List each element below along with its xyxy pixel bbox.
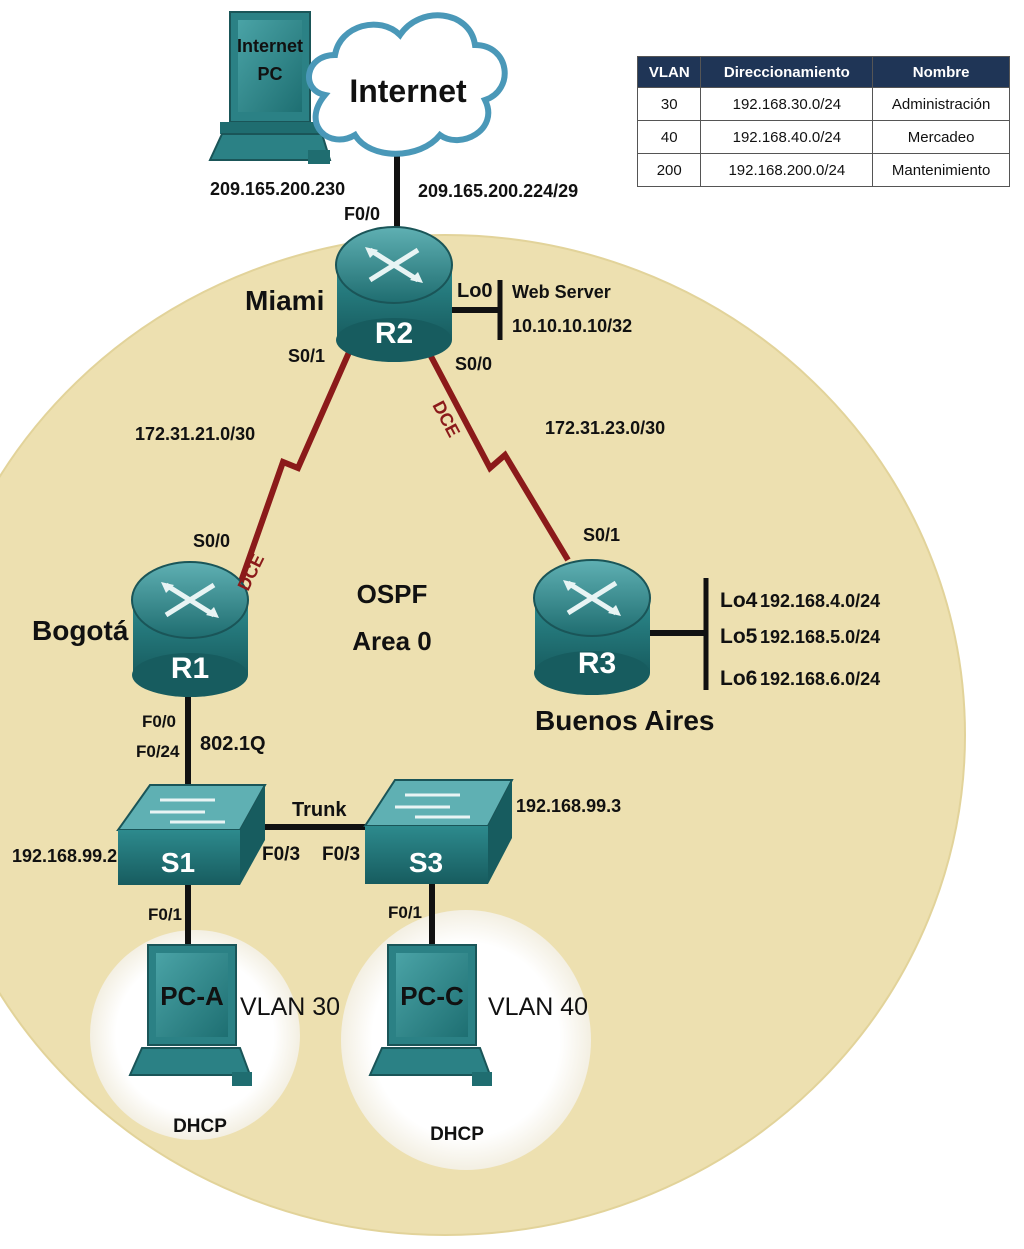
pcc-vlan: VLAN 40 (488, 993, 588, 1021)
dot1q-label: 802.1Q (200, 733, 266, 755)
r2-lo0-label: Lo0 (457, 280, 493, 302)
vlan-cell: 30 (636, 87, 702, 121)
internet-cloud-label: Internet (349, 73, 467, 109)
r3-location: Buenos Aires (535, 705, 714, 736)
lo6-if: Lo6 (720, 667, 757, 690)
lo4-if: Lo4 (720, 589, 758, 612)
vlan-table: VLAN Direccionamiento Nombre 30 192.168.… (636, 56, 1010, 187)
name-cell: Mercadeo (872, 120, 1010, 154)
vlan-table-header: VLAN (636, 56, 702, 88)
internet-pc[interactable] (208, 11, 332, 164)
r2-name: R2 (375, 317, 413, 350)
vlan-cell: 40 (636, 120, 702, 154)
switch-s3[interactable] (363, 779, 514, 884)
lo4-net: 192.168.4.0/24 (760, 591, 880, 611)
r2-s01-label: S0/1 (288, 346, 325, 366)
r2-location: Miami (245, 285, 324, 316)
s1-f01-label: F0/1 (148, 905, 182, 924)
router-r3[interactable] (533, 559, 651, 695)
switch-s1[interactable] (116, 784, 267, 885)
vlan-cell: 200 (636, 153, 702, 187)
pca-addr: DHCP (173, 1116, 227, 1137)
r2-s00-label: S0/0 (455, 354, 492, 374)
pcc-addr: DHCP (430, 1124, 484, 1145)
r1-location: Bogotá (32, 615, 129, 646)
internet-network: 209.165.200.224/29 (418, 181, 578, 201)
internet-cloud-icon (306, 12, 508, 157)
pca-name: PC-A (160, 981, 224, 1011)
r1-r2-network: 172.31.21.0/30 (135, 424, 255, 444)
pca-vlan: VLAN 30 (240, 993, 340, 1021)
addressing-cell: 192.168.30.0/24 (700, 87, 874, 121)
table-row: 30 192.168.30.0/24 Administración (636, 87, 1010, 121)
webserver-ip: 10.10.10.10/32 (512, 316, 632, 336)
s1-f024-label: F0/24 (136, 742, 180, 761)
s3-f03-label: F0/3 (322, 844, 360, 865)
s3-ip: 192.168.99.3 (516, 796, 621, 816)
trunk-label: Trunk (292, 799, 347, 821)
r2-r3-network: 172.31.23.0/30 (545, 418, 665, 438)
vlan-table-header-row: VLAN Direccionamiento Nombre (636, 56, 1010, 88)
pc-c[interactable] (368, 944, 492, 1086)
r2-f00-label: F0/0 (344, 204, 380, 224)
name-cell: Administración (872, 87, 1010, 121)
addressing-cell: 192.168.200.0/24 (700, 153, 874, 187)
s3-f01-label: F0/1 (388, 903, 422, 922)
area-label: Area 0 (352, 626, 432, 656)
r3-name: R3 (578, 647, 616, 680)
ospf-label: OSPF (357, 579, 428, 609)
r1-s00-label: S0/0 (193, 531, 230, 551)
webserver-label: Web Server (512, 282, 611, 302)
serial-link-r2-r3 (422, 343, 571, 562)
internet-pc-label-1: Internet (237, 36, 303, 56)
table-row: 40 192.168.40.0/24 Mercadeo (636, 120, 1010, 154)
router-r2[interactable] (335, 226, 453, 362)
pcc-name: PC-C (400, 981, 464, 1011)
s1-ip: 192.168.99.2 (12, 846, 117, 866)
pc-a[interactable] (128, 944, 252, 1086)
internet-pc-ip: 209.165.200.230 (210, 179, 345, 199)
vlan-table-header: Direccionamiento (700, 56, 874, 88)
addressing-cell: 192.168.40.0/24 (700, 120, 874, 154)
s3-name: S3 (409, 847, 443, 878)
serial-link-r1-r2 (235, 348, 353, 591)
router-r1[interactable] (131, 561, 249, 697)
vlan-table-header: Nombre (872, 56, 1010, 88)
lo6-net: 192.168.6.0/24 (760, 669, 880, 689)
s1-f03-label: F0/3 (262, 844, 300, 865)
lo5-if: Lo5 (720, 625, 758, 648)
table-row: 200 192.168.200.0/24 Mantenimiento (636, 153, 1010, 187)
internet-pc-label-2: PC (257, 64, 282, 84)
s1-name: S1 (161, 847, 195, 878)
r1-name: R1 (171, 652, 209, 685)
r1-f00-label: F0/0 (142, 712, 176, 731)
name-cell: Mantenimiento (872, 153, 1010, 187)
lo5-net: 192.168.5.0/24 (760, 627, 880, 647)
r3-s01-label: S0/1 (583, 525, 620, 545)
